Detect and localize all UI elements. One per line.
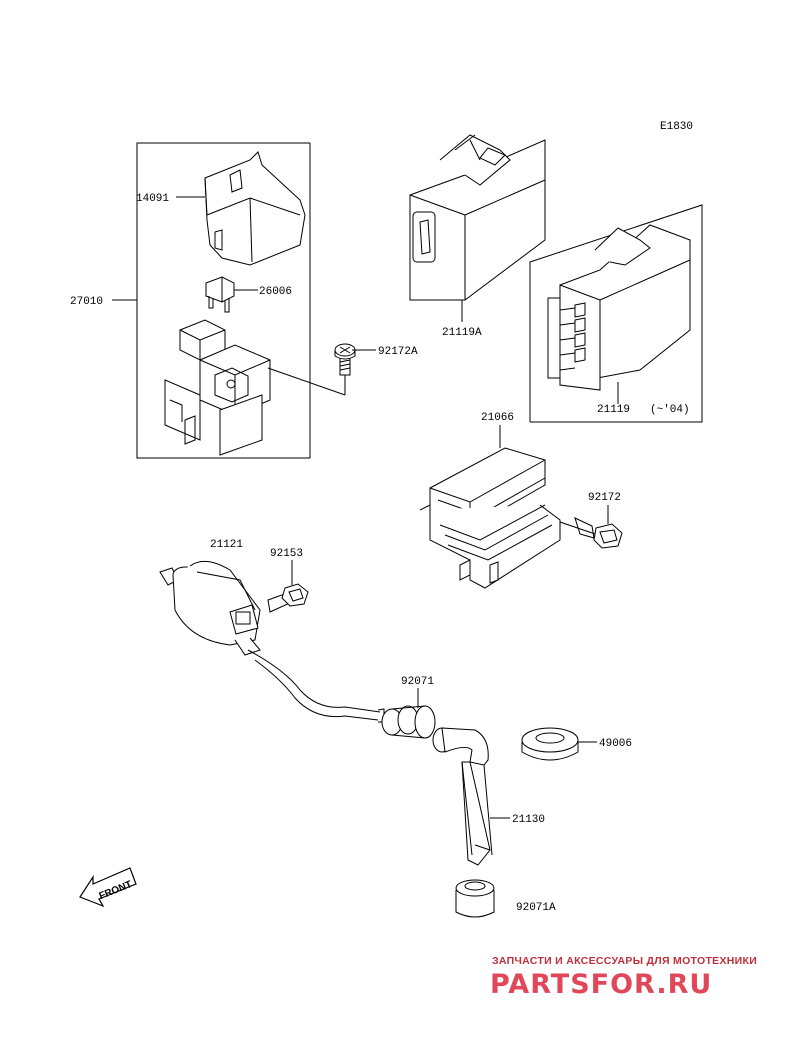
watermark-tagline: ЗАПЧАСТИ И АКСЕССУАРЫ ДЛЯ МОТОТЕХНИКИ — [492, 955, 757, 967]
igniter-21119A — [409, 134, 546, 301]
box-21119 — [529, 204, 703, 423]
label-21119: 21119 — [597, 404, 630, 416]
label-26006: 26006 — [259, 286, 292, 298]
label-92071: 92071 — [401, 676, 434, 688]
label-92153: 92153 — [270, 548, 303, 560]
leader-92172A-mount — [267, 367, 346, 396]
regulator-21066 — [419, 447, 561, 589]
label-92172A: 92172A — [378, 346, 418, 358]
label-27010: 27010 — [70, 296, 103, 308]
label-21066: 21066 — [481, 412, 514, 424]
cap-92071 — [381, 705, 436, 739]
label-49006: 49006 — [599, 738, 632, 750]
bolt-92172 — [559, 517, 623, 549]
fuse-26006 — [205, 276, 235, 313]
plug-boot-92071A — [455, 879, 495, 918]
relay-block — [164, 319, 271, 456]
label-21121: 21121 — [210, 539, 243, 551]
label-21119-note: (~'04) — [650, 404, 690, 416]
label-14091: 14091 — [136, 193, 169, 205]
plug-cap-21130 — [432, 727, 493, 866]
igniter-21119-box — [529, 204, 703, 423]
bracket-27010 — [136, 142, 160, 459]
cover-14091 — [204, 151, 306, 266]
watermark-logo: PARTSFOR.RU — [490, 969, 712, 1000]
fuse-box-group — [112, 142, 376, 459]
label-92071A: 92071A — [516, 902, 556, 914]
screw-92172A — [334, 343, 356, 376]
ignition-coil-21121 — [159, 560, 261, 656]
grommet-49006 — [521, 727, 579, 761]
label-21119A: 21119A — [442, 327, 482, 339]
front-arrow-icon: FRONT — [79, 867, 137, 908]
label-21130: 21130 — [512, 814, 545, 826]
bolt-92153 — [267, 583, 309, 613]
label-92172: 92172 — [588, 492, 621, 504]
diagram-code: E1830 — [660, 121, 693, 133]
high-tension-lead — [247, 649, 385, 723]
